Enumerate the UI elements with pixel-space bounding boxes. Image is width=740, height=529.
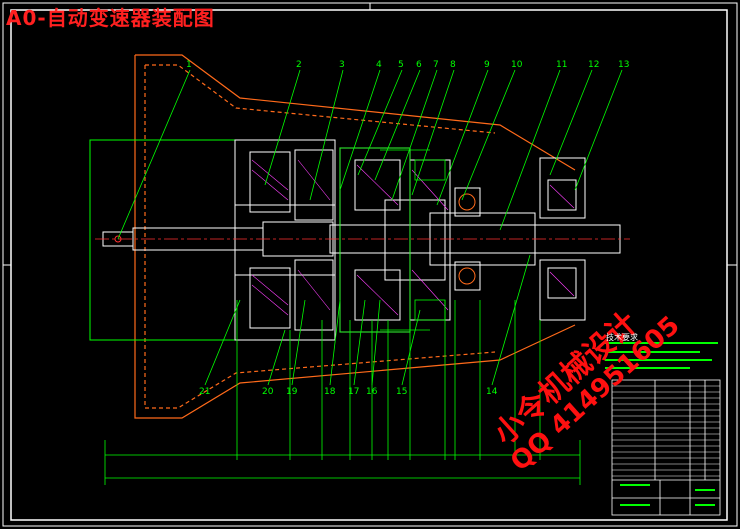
leader-1 [117,69,191,240]
leader-14 [491,254,531,386]
leader-11 [499,69,561,231]
callout-16: 16 [366,387,378,397]
clutch-pack-left [234,139,336,341]
leader-12 [549,69,593,176]
callout-6: 6 [416,60,422,70]
callout-15: 15 [396,387,407,397]
callout-7: 7 [433,60,439,70]
callout-20: 20 [262,387,274,397]
inner-frame [10,9,728,521]
dimension-lines [104,300,581,485]
callout-10: 10 [511,60,523,70]
tech-notes [605,342,718,369]
callout-5: 5 [398,60,404,70]
tech-notes-label: 技术要求 [606,333,638,342]
output-bearings [454,187,481,291]
leader-5 [357,69,403,176]
planetary-gearset [339,147,451,333]
leader-lines [117,69,623,386]
leader-4 [339,69,381,191]
drum-hatch [549,184,575,297]
callout-3: 3 [339,60,345,70]
leader-18 [329,299,341,386]
callout-21: 21 [199,387,210,397]
drawing-title: A0-自动变速器装配图 [6,6,215,30]
output-drum [539,157,586,321]
title-block [611,379,721,516]
input-housing-box [89,139,330,341]
title-block-fill [620,484,715,506]
callout-18: 18 [324,387,336,397]
callout-17: 17 [348,387,359,397]
callout-9: 9 [484,60,490,70]
title-block-rows [612,385,720,477]
leader-20 [267,329,286,386]
callout-1: 1 [186,60,192,70]
leader-3 [309,69,344,201]
leader-2 [264,69,301,186]
callout-4: 4 [376,60,382,70]
leader-13 [574,69,623,191]
part-detail-lines [339,147,446,333]
leader-6 [374,69,421,181]
callouts-bottom: 21 20 19 18 17 16 15 14 [199,387,498,397]
leader-9 [436,69,489,206]
callout-8: 8 [450,60,456,70]
leader-17 [353,299,366,386]
callout-14: 14 [486,387,498,397]
leader-19 [291,299,306,386]
callout-12: 12 [588,60,599,70]
leader-15 [401,309,421,386]
leader-10 [461,69,516,201]
housing-outline [134,54,576,419]
clutch-hatch-left [251,159,331,316]
callout-13: 13 [618,60,629,70]
leader-21 [204,299,241,386]
leader-16 [371,299,381,386]
leader-7 [391,69,438,201]
callout-11: 11 [556,60,567,70]
planetary-hatch [356,164,449,316]
leader-8 [411,69,455,196]
callout-19: 19 [286,387,298,397]
callout-2: 2 [296,60,302,70]
